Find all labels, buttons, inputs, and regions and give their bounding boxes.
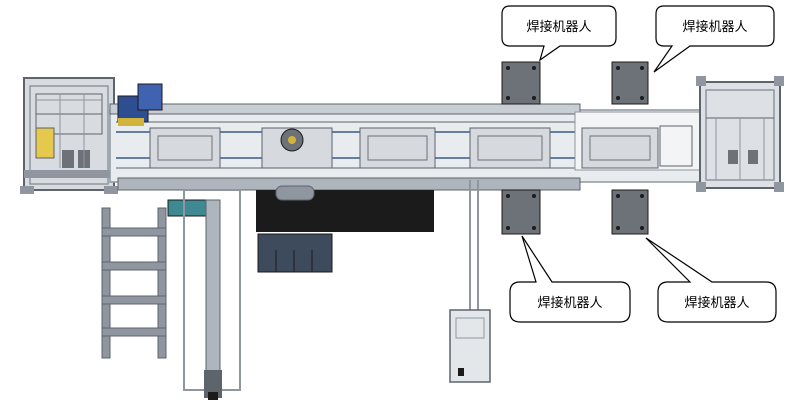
left-end-station: [20, 77, 118, 194]
callout-bottom-left-label: 焊接机器人: [537, 295, 602, 311]
robot-base-bottom-left: [501, 189, 541, 235]
drive-motor: [117, 83, 163, 126]
robot-base-bottom-right: [611, 189, 649, 235]
callout-top-right-label: 焊接机器人: [682, 19, 747, 35]
fixture-2: [261, 127, 333, 169]
ladder-rack: [101, 207, 167, 359]
right-end-station: [696, 76, 784, 192]
callout-bottom-right: 焊接机器人: [645, 237, 777, 323]
callout-bottom-right-label: 焊接机器人: [684, 295, 749, 311]
callout-top-right: 焊接机器人: [653, 5, 775, 73]
callout-top-left: 焊接机器人: [501, 5, 617, 62]
robot-base-top-left: [501, 61, 541, 105]
fixture-5: [581, 127, 659, 169]
fixture-3: [359, 127, 436, 169]
callout-top-left-label: 焊接机器人: [526, 19, 591, 35]
fixture-1: [149, 127, 221, 169]
control-panel: [256, 185, 434, 273]
callout-bottom-left: 焊接机器人: [509, 235, 631, 323]
fixture-4: [469, 127, 551, 169]
robot-base-top-right: [611, 61, 649, 105]
robot-controller-cabinet: [449, 180, 491, 383]
transfer-conveyor: [167, 189, 241, 400]
